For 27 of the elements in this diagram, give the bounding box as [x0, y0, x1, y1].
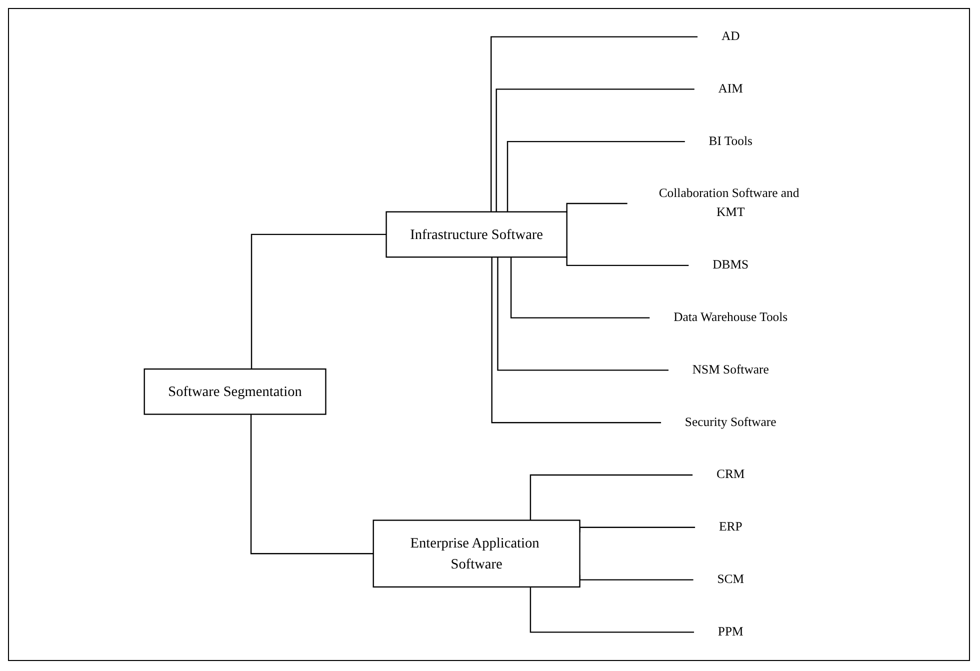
connector	[491, 257, 662, 424]
node-text: Collaboration Software and KMT	[658, 186, 800, 220]
connector	[250, 234, 386, 370]
node-text: AIM	[718, 82, 743, 96]
connector	[510, 257, 650, 318]
connector	[566, 202, 628, 212]
node-text: Security Software	[684, 415, 776, 429]
node-text: CRM	[716, 468, 745, 482]
node-text: BI Tools	[708, 134, 752, 148]
connector	[506, 140, 685, 212]
node-text: Data Warehouse Tools	[674, 310, 788, 324]
node-text: ERP	[718, 520, 742, 534]
connector	[530, 474, 693, 520]
connector	[490, 36, 698, 212]
connector	[496, 88, 694, 212]
node-text: NSM Software	[692, 363, 769, 377]
connector	[250, 414, 374, 554]
connector	[566, 256, 689, 266]
connector	[497, 257, 668, 371]
node-text: SCM	[717, 572, 744, 586]
node-box: Infrastructure Software	[386, 211, 568, 258]
connector	[530, 586, 694, 633]
node-text: PPM	[718, 625, 744, 639]
node-text: DBMS	[712, 258, 749, 272]
node-text: AD	[721, 30, 740, 44]
node-box: Enterprise Application Software	[372, 520, 580, 588]
node-box: Software Segmentation	[144, 368, 326, 415]
